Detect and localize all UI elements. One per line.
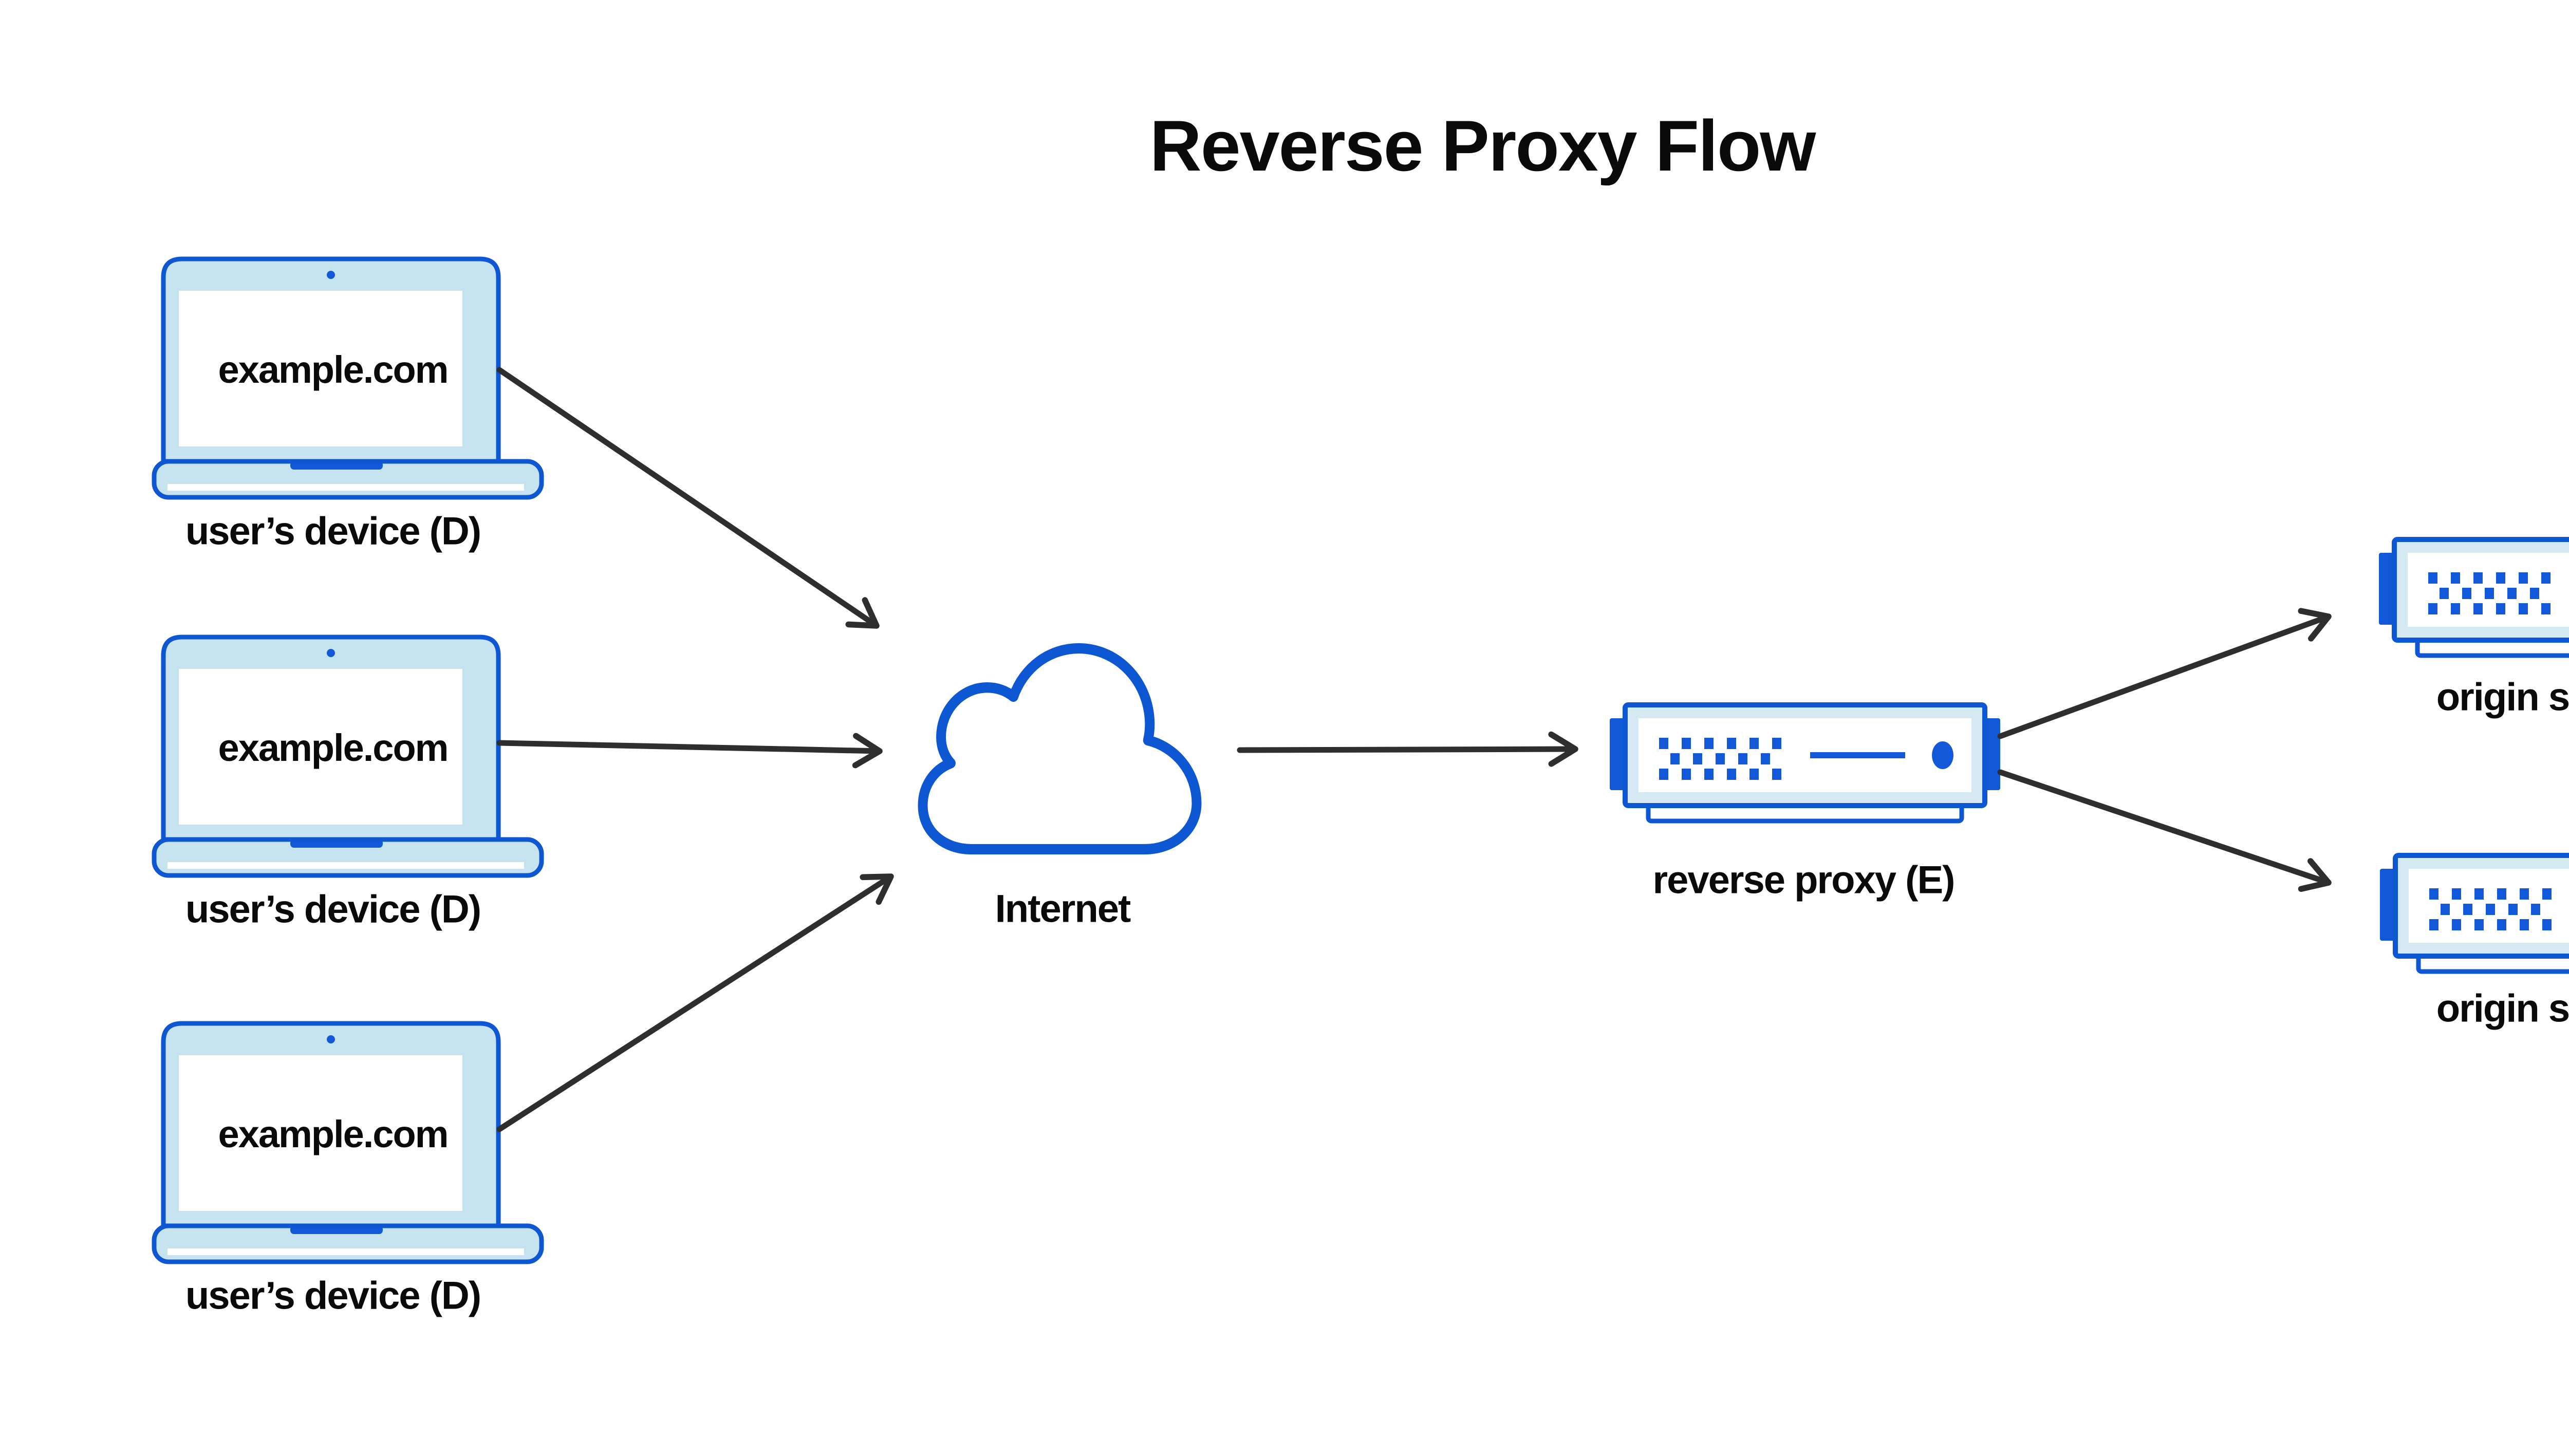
arrow-device1-to-internet xyxy=(496,367,880,629)
origin-server-node-1: origin server (F) xyxy=(2379,539,2569,719)
user-device-node-2: example.com user’s device (D) xyxy=(154,637,542,931)
server-icon xyxy=(1610,705,2000,821)
user-device-node-3: example.com user’s device (D) xyxy=(154,1023,542,1318)
origin-server-label: origin server (F) xyxy=(2436,676,2569,719)
internet-node: Internet xyxy=(918,643,1202,931)
reverse-proxy-label: reverse proxy (E) xyxy=(1653,858,1954,902)
diagram-title: Reverse Proxy Flow xyxy=(1150,105,1817,186)
reverse-proxy-node: reverse proxy (E) xyxy=(1610,705,2000,902)
server-icon xyxy=(2380,855,2569,972)
arrow-device3-to-internet xyxy=(496,873,894,1132)
arrow-device2-to-internet xyxy=(496,733,883,769)
internet-label: Internet xyxy=(995,887,1131,931)
arrow-proxy-to-origin2 xyxy=(1997,769,2332,892)
user-device-node-1: example.com user’s device (D) xyxy=(154,259,542,553)
origin-server-node-2: origin server (F) xyxy=(2380,855,2569,1031)
device-caption: user’s device (D) xyxy=(185,510,480,553)
device-caption: user’s device (D) xyxy=(185,888,480,931)
arrow-internet-to-proxy xyxy=(1237,731,1578,767)
server-icon xyxy=(2379,539,2569,656)
cloud-icon xyxy=(918,643,1202,855)
device-screen-label: example.com xyxy=(218,1113,448,1155)
arrow-proxy-to-origin1 xyxy=(1997,608,2332,739)
device-screen-label: example.com xyxy=(218,348,448,391)
device-caption: user’s device (D) xyxy=(185,1274,480,1318)
device-screen-label: example.com xyxy=(218,726,448,769)
origin-server-label: origin server (F) xyxy=(2436,987,2569,1031)
